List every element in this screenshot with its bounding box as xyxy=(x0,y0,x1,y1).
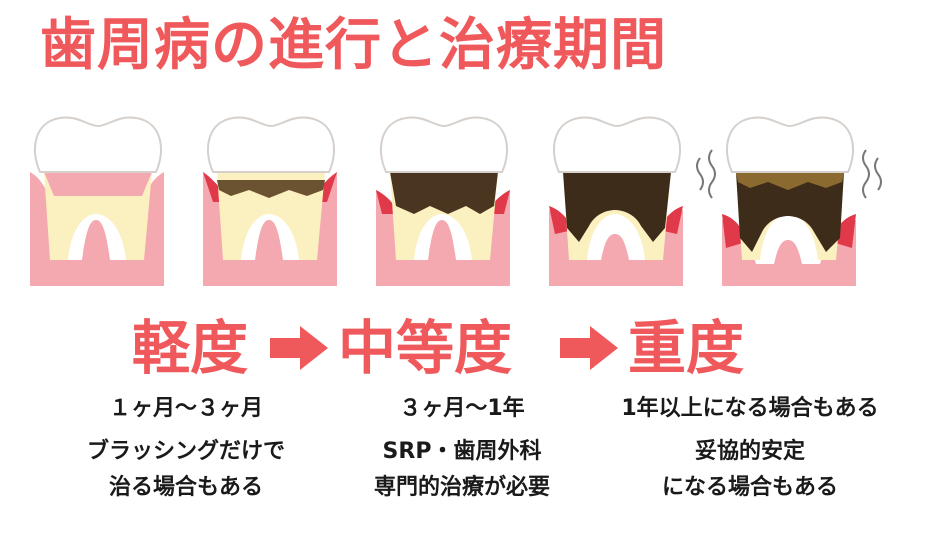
stage-moderate: 中等度 xyxy=(338,314,513,382)
desc-mild-line-1: ブラッシングだけで xyxy=(86,439,285,464)
period-moderate: ３ヶ月〜1年 xyxy=(399,396,525,421)
page-title: 歯周病の進行と治療期間 xyxy=(40,13,667,78)
tooth-stage-2 xyxy=(203,116,337,286)
desc-mild-line-2: 治る場合もある xyxy=(108,475,263,500)
desc-severe-line-1: 妥協的安定 xyxy=(694,439,805,464)
period-severe: 1年以上になる場合もある xyxy=(621,396,879,421)
tooth-stage-5 xyxy=(696,116,882,286)
column-moderate: ３ヶ月〜1年 SRP・歯周外科 専門的治療が必要 xyxy=(312,394,612,506)
desc-moderate-line-2: 専門的治療が必要 xyxy=(373,475,550,500)
column-mild: １ヶ月〜３ヶ月 ブラッシングだけで 治る場合もある xyxy=(36,394,336,506)
tooth-stage-4 xyxy=(549,116,683,286)
period-mild: １ヶ月〜３ヶ月 xyxy=(108,396,263,421)
desc-severe-line-2: になる場合もある xyxy=(661,475,838,500)
column-severe: 1年以上になる場合もある 妥協的安定 になる場合もある xyxy=(590,394,910,506)
tooth-stage-3 xyxy=(376,116,510,286)
arrow-right-icon xyxy=(560,326,618,370)
stage-mild: 軽度 xyxy=(132,314,249,382)
stage-severe: 重度 xyxy=(628,314,745,382)
teeth-progression-illustration xyxy=(30,116,882,286)
tooth-stage-1 xyxy=(30,116,164,286)
desc-moderate-line-1: SRP・歯周外科 xyxy=(382,439,542,464)
severity-stages: 軽度 中等度 重度 xyxy=(0,312,944,384)
arrow-right-icon xyxy=(270,326,328,370)
